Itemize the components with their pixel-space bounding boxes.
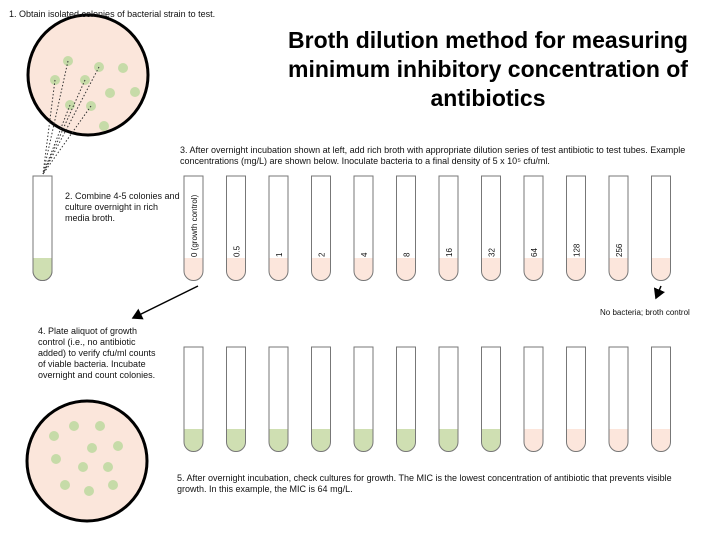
- test-tube: [226, 346, 246, 452]
- step-5-text: 5. After overnight incubation, check cul…: [177, 473, 672, 494]
- colony: [105, 88, 115, 98]
- concentration-label: 256: [615, 243, 624, 257]
- tube-liquid: [184, 258, 203, 281]
- concentration-label: 0 (growth control): [190, 194, 199, 257]
- test-tube: [651, 175, 671, 281]
- broth-control-label: No bacteria; broth control: [600, 308, 690, 317]
- tube-liquid: [396, 429, 416, 452]
- dilution-series-tubes: 0 (growth control) 0.5 1 2 4 8 16 32 64 128 256: [183, 175, 671, 281]
- step-4-text: 4. Plate aliquot of growth control (i.e.…: [38, 326, 156, 380]
- test-tube: 128: [566, 175, 586, 281]
- tube-liquid: [651, 429, 671, 452]
- test-tube: 4: [353, 175, 374, 281]
- tube-liquid: [354, 258, 373, 281]
- test-tube: [183, 346, 204, 452]
- colony: [51, 454, 61, 464]
- colony: [113, 441, 123, 451]
- test-tube: [608, 346, 629, 452]
- page-title: Broth dilution method for measuring mini…: [288, 27, 688, 111]
- colony: [130, 87, 140, 97]
- concentration-label: 32: [488, 248, 497, 257]
- step-2-text: 2. Combine 4-5 colonies and culture over…: [65, 191, 180, 223]
- test-tube: 64: [523, 175, 544, 281]
- test-tube: [566, 346, 586, 452]
- tube-liquid: [184, 429, 203, 452]
- tube-liquid: [311, 429, 331, 452]
- tube-liquid: [226, 429, 246, 452]
- colony: [95, 421, 105, 431]
- colony-group: [49, 421, 123, 496]
- plate-aliquot-arrow: [131, 285, 199, 320]
- tube-liquid: [524, 258, 543, 281]
- colony: [60, 480, 70, 490]
- test-tube: 32: [481, 175, 501, 281]
- concentration-label: 128: [573, 243, 582, 257]
- test-tube: 16: [438, 175, 459, 281]
- test-tube: 0 (growth control): [183, 175, 204, 281]
- colony: [118, 63, 128, 73]
- concentration-label: 2: [318, 252, 327, 257]
- colony: [108, 480, 118, 490]
- test-tube: [651, 346, 671, 452]
- petri-dish-colonies: [26, 13, 150, 137]
- tube-liquid: [269, 429, 288, 452]
- petri-dish-count: [25, 399, 149, 523]
- tube-liquid: [609, 258, 628, 281]
- concentration-label: 8: [403, 252, 412, 257]
- concentration-label: 64: [530, 248, 539, 257]
- tube-liquid: [566, 258, 586, 281]
- colony: [49, 431, 59, 441]
- concentration-label: 1: [275, 252, 284, 257]
- test-tube: [481, 346, 501, 452]
- tube-liquid: [396, 258, 416, 281]
- step-3-text: 3. After overnight incubation shown at l…: [180, 145, 686, 166]
- test-tube: [268, 346, 289, 452]
- tube-liquid: [311, 258, 331, 281]
- tube-liquid: [609, 429, 628, 452]
- colony: [84, 486, 94, 496]
- test-tube: 8: [396, 175, 416, 281]
- incubated-tubes: [183, 346, 671, 452]
- tube-liquid: [226, 258, 246, 281]
- tube-liquid: [269, 258, 288, 281]
- test-tube: 256: [608, 175, 629, 281]
- tube-liquid: [354, 429, 373, 452]
- colony: [103, 462, 113, 472]
- colony: [99, 121, 109, 131]
- tube-liquid: [481, 258, 501, 281]
- test-tube: 0.5: [226, 175, 246, 281]
- test-tube: [396, 346, 416, 452]
- tube-liquid: [566, 429, 586, 452]
- test-tube: [353, 346, 374, 452]
- test-tube: [438, 346, 459, 452]
- colony: [87, 443, 97, 453]
- test-tube: [523, 346, 544, 452]
- tube-liquid: [439, 429, 458, 452]
- overnight-culture-tube: [32, 175, 53, 281]
- concentration-label: 16: [445, 248, 454, 257]
- concentration-label: 4: [360, 252, 369, 257]
- test-tube: [311, 346, 331, 452]
- step-1-text: 1. Obtain isolated colonies of bacterial…: [9, 9, 216, 19]
- colony-group: [50, 56, 140, 131]
- tube-liquid: [439, 258, 458, 281]
- concentration-label: 0.5: [233, 245, 242, 257]
- test-tube: 2: [311, 175, 331, 281]
- broth-control-arrow: [653, 285, 665, 300]
- colony-pick-line: [42, 66, 100, 175]
- colony: [78, 462, 88, 472]
- tube-liquid: [651, 258, 671, 281]
- test-tube: 1: [268, 175, 289, 281]
- tube-liquid: [481, 429, 501, 452]
- tube-liquid: [524, 429, 543, 452]
- colony-pick-lines: [42, 60, 100, 175]
- colony: [69, 421, 79, 431]
